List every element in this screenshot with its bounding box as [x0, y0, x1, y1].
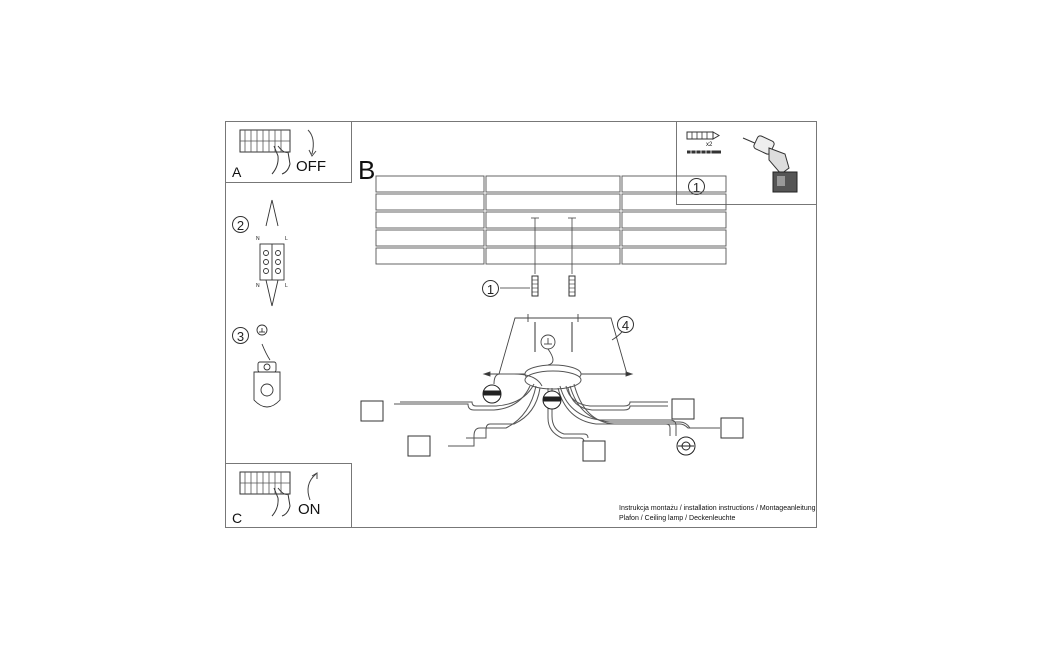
fuse-box-icon [239, 471, 318, 517]
wall-plug-icon [686, 131, 720, 140]
instruction-sheet [225, 121, 817, 528]
step-3-marker: 3 [232, 327, 249, 344]
panel-a-letter: A [232, 164, 242, 180]
lamp-socket [582, 440, 606, 462]
panel-tools: x2 1 [676, 121, 817, 205]
wire-n-bottom: N [256, 283, 260, 289]
screw-icon [687, 150, 721, 154]
panel-c-power-on: C ON [225, 463, 352, 528]
wire-l-bottom: L [285, 283, 288, 289]
step-2-marker: 2 [232, 216, 249, 233]
lamp-socket [407, 435, 431, 457]
fuse-box-icon [239, 129, 317, 175]
panel-c-action-label: ON [298, 501, 321, 518]
lamp-socket [720, 417, 744, 439]
panel-a-power-off: A OFF [225, 121, 352, 183]
panel-a-action-label: OFF [296, 158, 326, 175]
caption-instructions: Instrukcja montażu / installation instru… [619, 505, 816, 512]
wire-n-top: N [256, 236, 260, 242]
step-1-marker-anchors: 1 [482, 280, 499, 297]
caption-product: Plafon / Ceiling lamp / Deckenleuchte [619, 515, 736, 522]
step-4-marker: 4 [617, 316, 634, 333]
step-1-marker-tools: 1 [688, 178, 705, 195]
anchor-count: x2 [706, 142, 713, 148]
drill-icon [742, 135, 798, 193]
lamp-socket [360, 400, 384, 422]
panel-c-letter: C [232, 510, 243, 526]
lamp-socket [671, 398, 695, 420]
panel-b-letter: B [358, 155, 376, 185]
wire-l-top: L [285, 236, 288, 242]
